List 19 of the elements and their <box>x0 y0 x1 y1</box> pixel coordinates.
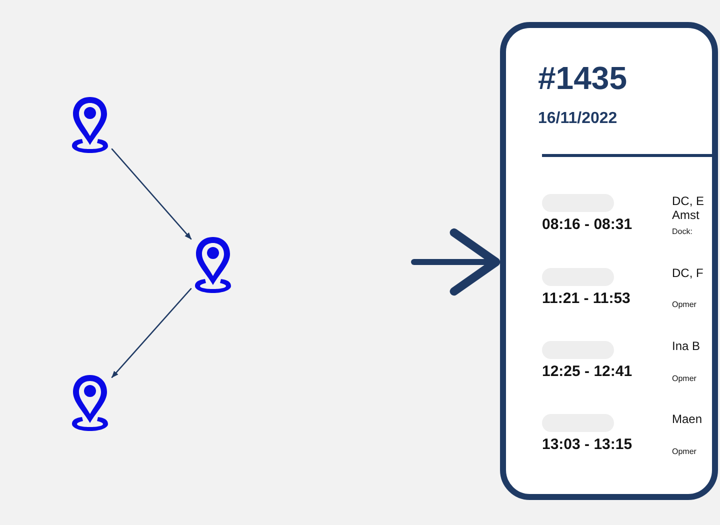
note-text: Opmer <box>672 374 696 383</box>
stop-name: Maen <box>672 412 702 426</box>
order-number: #1435 <box>538 60 627 97</box>
note-text: Dock: <box>672 227 692 236</box>
note-text: Opmer <box>672 300 696 309</box>
time-range: 12:25 - 12:41 <box>542 363 632 380</box>
arrow <box>111 148 192 240</box>
time-range: 08:16 - 08:31 <box>542 216 632 233</box>
stop-name: Ina B <box>672 339 700 353</box>
note-text: Opmer <box>672 447 696 456</box>
arrow <box>411 228 500 296</box>
arrow <box>111 288 192 378</box>
stop-name: DC, E <box>672 194 704 208</box>
schedule-card <box>500 22 718 500</box>
time-range: 13:03 - 13:15 <box>542 436 632 453</box>
stop-name: Amst <box>672 208 700 222</box>
time-range: 11:21 - 11:53 <box>542 290 630 307</box>
stop-name: DC, F <box>672 266 704 280</box>
date-text: 16/11/2022 <box>538 110 618 128</box>
